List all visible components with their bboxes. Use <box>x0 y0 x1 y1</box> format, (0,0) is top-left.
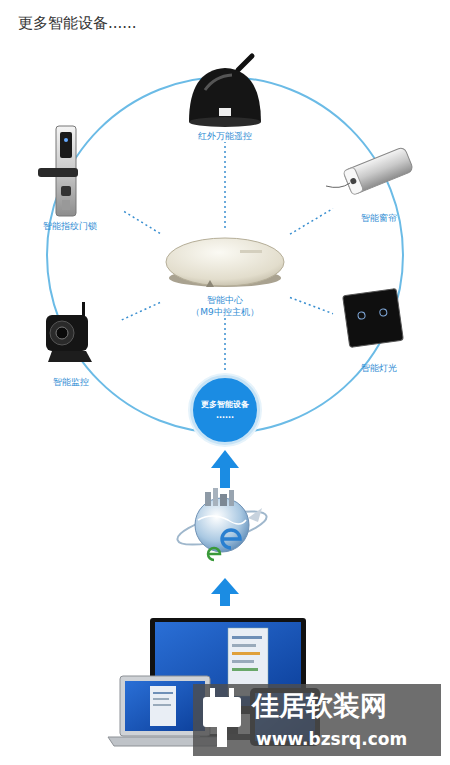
remote-device: 红外万能遥控 <box>180 58 270 142</box>
dotted-connector <box>120 303 160 321</box>
camera-device: 智能监控 <box>22 298 120 388</box>
node-label: 红外万能遥控 <box>198 130 252 142</box>
node-label: 智能灯光 <box>361 362 397 374</box>
dotted-connector <box>224 142 226 228</box>
more-circle: 更多智能设备...... <box>190 375 260 445</box>
node-label: 智能指纹门锁 <box>43 220 97 232</box>
lock-device: 智能指纹门锁 <box>18 125 122 232</box>
dotted-connector <box>122 210 160 233</box>
watermark-url: www.bzsrq.com <box>256 729 407 749</box>
dotted-connector <box>224 318 226 373</box>
hub-device: 智能中心 （M9中控主机） <box>160 228 290 318</box>
watermark-name: 佳居软装网 <box>252 688 387 724</box>
node-sublabel: ...... <box>216 410 234 421</box>
node-label: 更多智能设备 <box>201 399 249 410</box>
dotted-connector <box>290 209 333 235</box>
dotted-connector <box>290 298 333 314</box>
node-label: 智能窗帘 <box>361 212 397 224</box>
node-label: 智能中心 （M9中控主机） <box>184 294 266 318</box>
diagram-title: 更多智能设备...... <box>18 14 137 33</box>
curtain-device: 智能窗帘 <box>333 138 425 224</box>
light-device: 智能灯光 <box>333 288 425 374</box>
node-label: 智能监控 <box>53 376 89 388</box>
